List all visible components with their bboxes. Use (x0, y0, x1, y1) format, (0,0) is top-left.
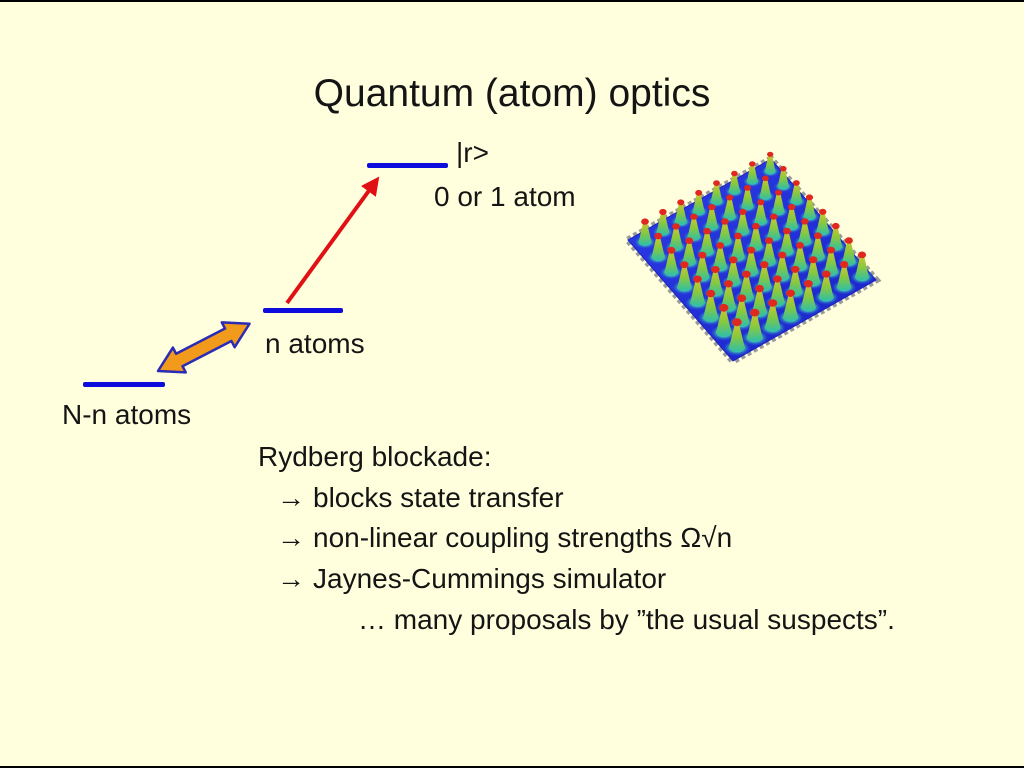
coupling-double-arrow (156, 321, 251, 374)
level-label-intermediate: n atoms (265, 328, 365, 359)
page-title: Quantum (atom) optics (313, 72, 711, 115)
bullet-item: → blocks state transfer (277, 482, 564, 514)
level-line-intermediate (263, 308, 343, 313)
level-line-ground (83, 382, 165, 387)
level-label-ground: N-n atoms (62, 399, 192, 430)
bottom-border-line (0, 766, 1024, 768)
bullet-item: → non-linear coupling strengths Ω√n (277, 522, 732, 554)
bullet-text: blocks state transfer (313, 482, 564, 513)
bullet-item: → Jaynes-Cummings simulator (277, 563, 666, 595)
optical-lattice-figure (622, 151, 882, 366)
bullet-text: Jaynes-Cummings simulator (313, 563, 667, 594)
excitation-arrow (285, 176, 380, 305)
level-label-rydberg: |r> (456, 137, 489, 168)
bullet-arrow-icon: → (277, 482, 305, 513)
bullet-arrow-icon: → (277, 563, 305, 594)
level-line-rydberg (367, 163, 448, 168)
level-sublabel-rydberg: 0 or 1 atom (434, 181, 576, 212)
rydberg-blockade-heading: Rydberg blockade: (258, 441, 492, 472)
top-border-line (0, 0, 1024, 2)
bullet-arrow-icon: → (277, 522, 305, 553)
footnote-text: … many proposals by ”the usual suspects”… (358, 604, 895, 635)
bullet-text: non-linear coupling strengths Ω√n (313, 522, 733, 553)
